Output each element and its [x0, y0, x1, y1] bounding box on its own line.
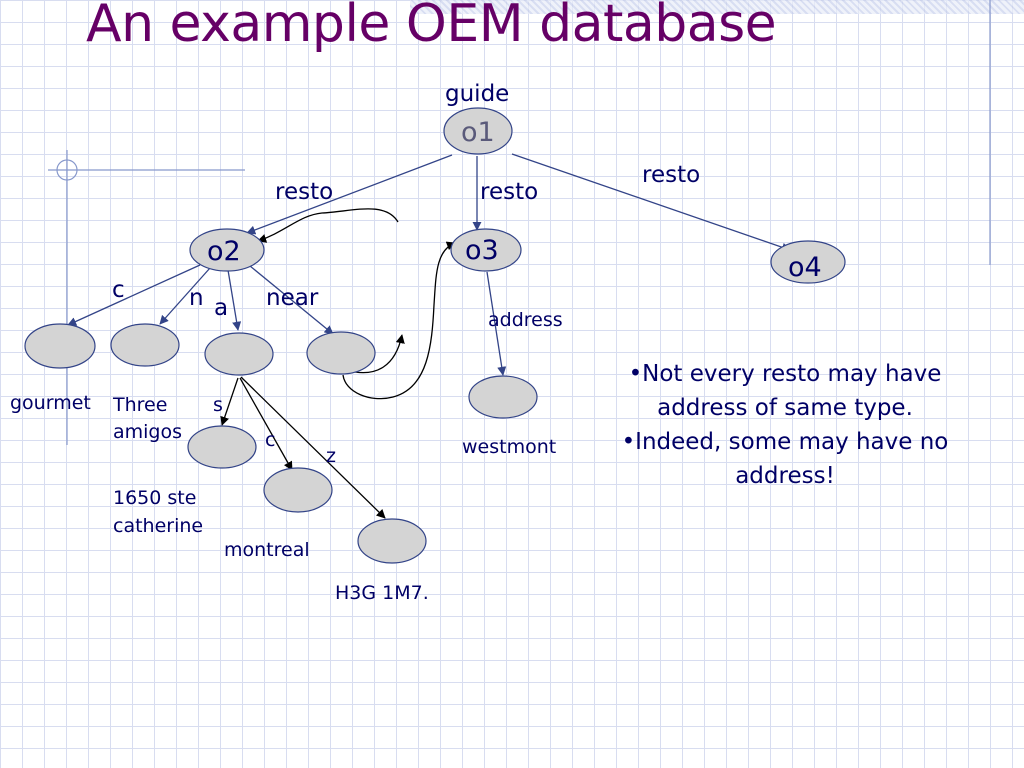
value-street-line1: 1650 ste: [113, 487, 196, 509]
notes-block: •Not every resto may have address of sam…: [600, 357, 970, 493]
edge-addr-city: [239, 377, 293, 471]
label-a: a: [214, 295, 228, 321]
label-guide: guide: [445, 81, 509, 107]
label-resto-o3: resto: [480, 179, 538, 205]
label-address: address: [488, 309, 563, 331]
node-o3: [450, 228, 522, 272]
note-line-4: address!: [735, 463, 835, 489]
edge-o2-near: [249, 265, 334, 335]
node-near-target: [306, 331, 376, 375]
value-zip: H3G 1M7.: [335, 582, 429, 604]
graph-edges: [67, 153, 791, 519]
edge-o1-o4: [511, 153, 791, 252]
edge-addr-zip: [240, 376, 386, 519]
value-gourmet: gourmet: [10, 392, 91, 414]
edge-o1-o2: [246, 154, 453, 235]
label-resto-o2: resto: [275, 179, 333, 205]
edge-o2-three-amigos: [159, 267, 211, 325]
note-line-3: •Indeed, some may have no: [621, 429, 949, 455]
value-three: Three: [112, 394, 167, 416]
edge-addr-street: [220, 377, 239, 426]
value-westmont: westmont: [462, 436, 556, 458]
oid-o1: o1: [461, 117, 495, 148]
hand-arrow-to-o3: [342, 241, 456, 400]
node-street: [187, 425, 257, 469]
label-near: near: [266, 285, 319, 311]
value-montreal: montreal: [224, 539, 310, 561]
label-s: s: [213, 394, 223, 416]
oid-o2: o2: [207, 236, 241, 267]
label-c: c: [112, 277, 125, 303]
edge-labels: guide resto resto resto c n a near addre…: [112, 81, 700, 467]
decorative-frame: [48, 0, 991, 445]
hand-arrow-from-near: [354, 334, 405, 374]
node-address: [204, 332, 274, 376]
edge-o2-address: [227, 269, 242, 331]
object-ids: o1 o2 o3 o4: [207, 117, 822, 283]
node-three-amigos: [110, 323, 180, 367]
graph-nodes: [24, 107, 846, 564]
node-o1: [443, 107, 513, 155]
label-z: z: [326, 445, 336, 467]
oid-o3: o3: [465, 235, 499, 266]
edge-o2-gourmet: [67, 264, 201, 326]
node-o2: [189, 228, 265, 272]
hand-arrow-to-o2: [257, 208, 399, 243]
atomic-values: gourmet Three amigos westmont 1650 ste c…: [10, 392, 556, 604]
label-c2: c: [265, 429, 275, 451]
node-westmont: [468, 375, 538, 419]
node-o4: [770, 240, 846, 284]
oid-o4: o4: [788, 252, 822, 283]
node-city: [263, 467, 333, 513]
node-gourmet: [24, 323, 96, 369]
label-n: n: [189, 285, 204, 311]
value-street-line2: catherine: [113, 515, 203, 537]
note-line-1: •Not every resto may have: [628, 361, 942, 387]
value-amigos: amigos: [113, 421, 182, 443]
decorative-band: [410, 0, 1024, 14]
note-line-2: address of same type.: [657, 395, 913, 421]
slide-title: An example OEM database: [86, 0, 777, 54]
edge-o3-westmont: [486, 271, 507, 376]
label-resto-o4: resto: [642, 162, 700, 188]
node-zip: [357, 518, 427, 564]
